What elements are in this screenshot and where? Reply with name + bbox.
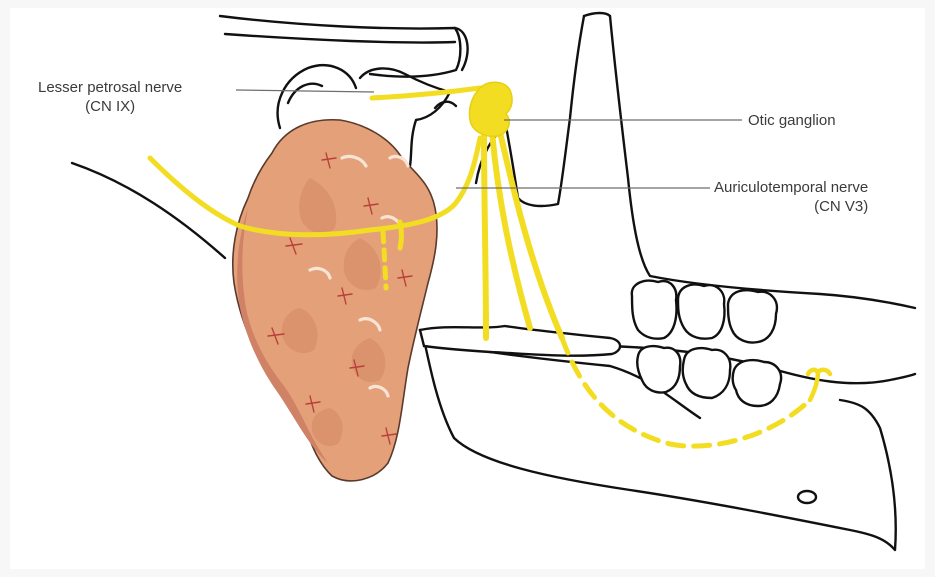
label-auriculotemporal-line2: (CN V3) xyxy=(714,197,868,216)
articular-eminence xyxy=(435,102,456,108)
teeth xyxy=(420,281,781,406)
ear-canal-inner xyxy=(288,84,322,103)
label-otic-ganglion: Otic ganglion xyxy=(748,111,836,130)
leader-lesser-petrosal xyxy=(236,90,374,92)
ear-canal xyxy=(278,65,356,128)
zygomatic-arch xyxy=(220,16,460,77)
label-lesser-petrosal-line1: Lesser petrosal nerve xyxy=(38,78,182,97)
mental-nerve-fork xyxy=(808,370,830,400)
label-lesser-petrosal-line2: (CN IX) xyxy=(38,97,182,116)
parotid-gland xyxy=(233,120,437,481)
parotid-branch-short xyxy=(400,222,402,248)
upper-tooth-1 xyxy=(632,281,677,339)
occipital-line xyxy=(72,163,225,258)
mental-foramen xyxy=(798,491,816,503)
orbit-ridge xyxy=(584,13,610,16)
maxilla-contour xyxy=(610,16,915,308)
lower-molar-partial xyxy=(420,326,620,356)
lower-tooth-1 xyxy=(637,346,680,392)
label-auriculotemporal-line1: Auriculotemporal nerve xyxy=(714,178,868,197)
upper-tooth-3 xyxy=(728,290,777,342)
lower-tooth-2 xyxy=(683,348,731,398)
label-lesser-petrosal-nerve: Lesser petrosal nerve (CN IX) xyxy=(38,78,182,116)
skull-base-line xyxy=(225,34,455,43)
lower-tooth-3 xyxy=(733,360,781,406)
label-auriculotemporal-nerve: Auriculotemporal nerve (CN V3) xyxy=(714,178,868,216)
label-otic-ganglion-line1: Otic ganglion xyxy=(748,111,836,130)
lesser-petrosal-nerve xyxy=(372,88,480,98)
upper-tooth-2 xyxy=(678,285,725,339)
diagram-canvas: Lesser petrosal nerve (CN IX) Otic gangl… xyxy=(10,8,925,569)
descending-nerve-1 xyxy=(484,132,486,338)
